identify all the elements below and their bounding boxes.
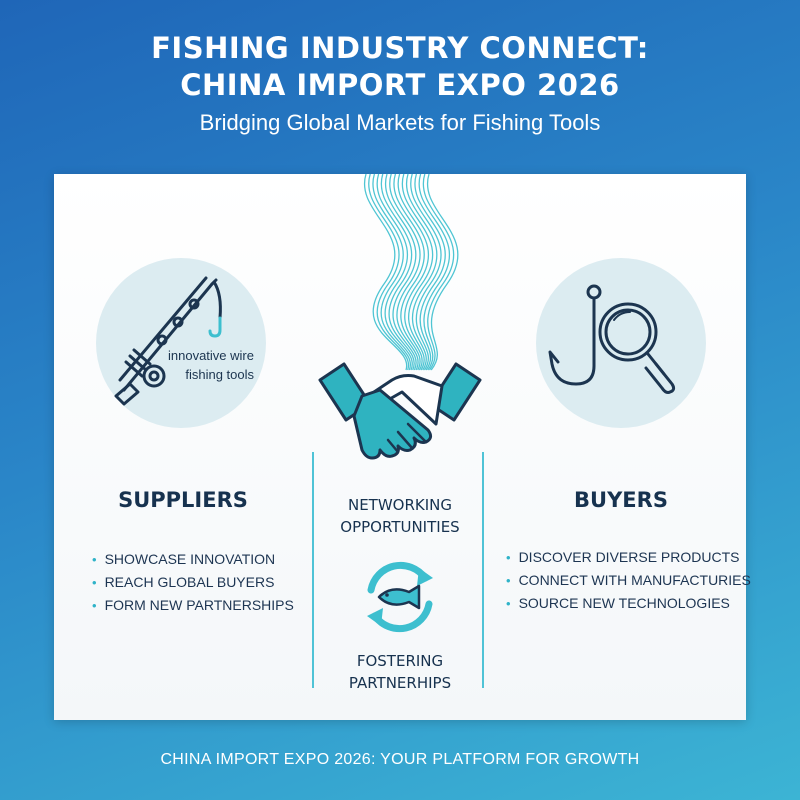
list-item: FORM NEW PARTNERSHIPS (92, 594, 294, 617)
wave-line (372, 173, 412, 371)
fish-cycle-icon (367, 561, 433, 633)
fostering-label: FOSTERING PARTNERHIPS (314, 650, 486, 694)
list-item: CONNECT WITH MANUFACTURIES (506, 569, 751, 592)
circle-label-line-2: fishing tools (185, 367, 254, 382)
networking-line-1: NETWORKING (347, 496, 453, 514)
divider-left (312, 452, 314, 688)
networking-line-2: OPPORTUNITIES (340, 518, 460, 536)
wave-line (380, 173, 415, 371)
hook-magnifier-icon (548, 284, 676, 394)
wave-line (393, 173, 425, 371)
title-line-2: CHINA IMPORT EXPO 2026 (180, 68, 620, 102)
info-card: innovative wire fishing tools SUPPLIERS … (54, 173, 751, 720)
list-item: REACH GLOBAL BUYERS (92, 571, 294, 594)
header: FISHING INDUSTRY CONNECT: CHINA IMPORT E… (0, 30, 800, 136)
page-subtitle: Bridging Global Markets for Fishing Tool… (199, 110, 601, 135)
wave-line (397, 173, 430, 371)
wave-line (405, 173, 438, 371)
wave-line (422, 173, 455, 371)
buyers-heading: BUYERS (574, 488, 668, 512)
suppliers-list: SHOWCASE INNOVATION REACH GLOBAL BUYERS … (92, 548, 294, 617)
wave-line (384, 173, 417, 371)
wave-line (376, 173, 413, 371)
fishing-rod-icon (114, 276, 222, 406)
suppliers-heading: SUPPLIERS (118, 488, 248, 512)
divider-right (482, 452, 484, 688)
suppliers-circle-label: innovative wire fishing tools (154, 346, 254, 384)
circle-label-line-1: innovative wire (168, 348, 254, 363)
wave-lines-icon (363, 173, 459, 371)
page-title: FISHING INDUSTRY CONNECT: CHINA IMPORT E… (0, 30, 800, 104)
wave-line (389, 173, 421, 371)
wave-line (414, 173, 446, 371)
wave-line (401, 173, 434, 371)
suppliers-circle (96, 258, 266, 428)
wave-line (363, 173, 408, 371)
wave-line (410, 173, 442, 371)
wave-line (426, 173, 459, 371)
footer-tagline: CHINA IMPORT EXPO 2026: YOUR PLATFORM FO… (160, 751, 640, 768)
handshake-icon (318, 362, 482, 460)
title-line-1: FISHING INDUSTRY CONNECT: (151, 31, 649, 65)
networking-label: NETWORKING OPPORTUNITIES (314, 494, 486, 538)
wave-line (418, 173, 451, 371)
fostering-line-2: PARTNERHIPS (348, 674, 452, 692)
wave-line (368, 173, 410, 371)
fostering-line-1: FOSTERING (356, 652, 444, 670)
buyers-circle (536, 258, 706, 428)
list-item: DISCOVER DIVERSE PRODUCTS (506, 546, 751, 569)
list-item: SOURCE NEW TECHNOLOGIES (506, 592, 751, 615)
list-item: SHOWCASE INNOVATION (92, 548, 294, 571)
buyers-list: DISCOVER DIVERSE PRODUCTS CONNECT WITH M… (506, 546, 751, 615)
